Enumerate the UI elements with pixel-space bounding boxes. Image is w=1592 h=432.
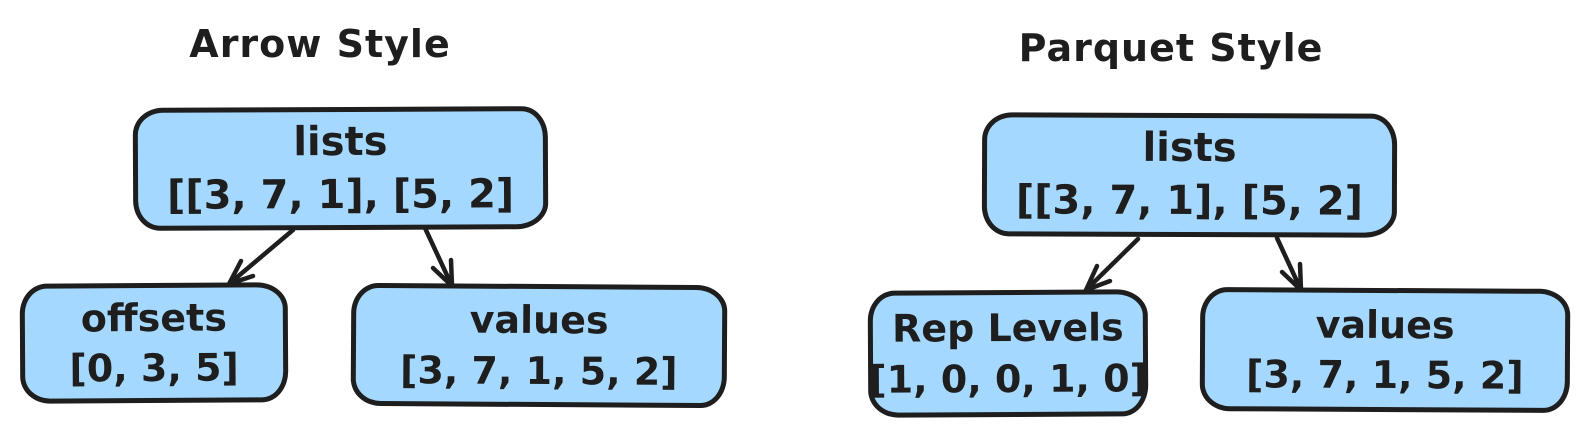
node-parquet-rep-levels: Rep Levels [1, 0, 0, 1, 0] <box>867 289 1149 418</box>
arrow-lists-to-rep-levels <box>1083 236 1141 293</box>
node-value: [3, 7, 1, 5, 2] <box>1245 352 1524 398</box>
node-parquet-lists: lists [[3, 7, 1], [5, 2] <box>981 112 1398 238</box>
diagram-title-arrow-style: Arrow Style <box>189 22 451 66</box>
arrow-lists-to-offsets <box>226 227 296 287</box>
node-label: offsets <box>80 295 228 341</box>
node-label: values <box>1315 302 1455 348</box>
node-arrow-values: values [3, 7, 1, 5, 2] <box>350 282 728 409</box>
node-value: [[3, 7, 1], [5, 2] <box>1015 177 1364 225</box>
node-label: values <box>469 297 609 343</box>
node-value: [[3, 7, 1], [5, 2] <box>166 170 515 219</box>
node-value: [0, 3, 5] <box>69 345 239 391</box>
node-label: Rep Levels <box>891 305 1124 351</box>
diagram-title-parquet-style: Parquet Style <box>1018 26 1324 70</box>
node-value: [1, 0, 0, 1, 0] <box>869 355 1148 402</box>
arrow-lists-to-values-right <box>1274 235 1304 293</box>
node-arrow-lists: lists [[3, 7, 1], [5, 2] <box>132 106 549 231</box>
node-parquet-values: values [3, 7, 1, 5, 2] <box>1199 287 1571 413</box>
node-label: lists <box>1142 125 1237 172</box>
node-label: lists <box>293 118 388 165</box>
arrow-lists-to-values-left <box>422 225 455 289</box>
node-value: [3, 7, 1, 5, 2] <box>399 347 678 394</box>
node-arrow-offsets: offsets [0, 3, 5] <box>19 282 289 404</box>
